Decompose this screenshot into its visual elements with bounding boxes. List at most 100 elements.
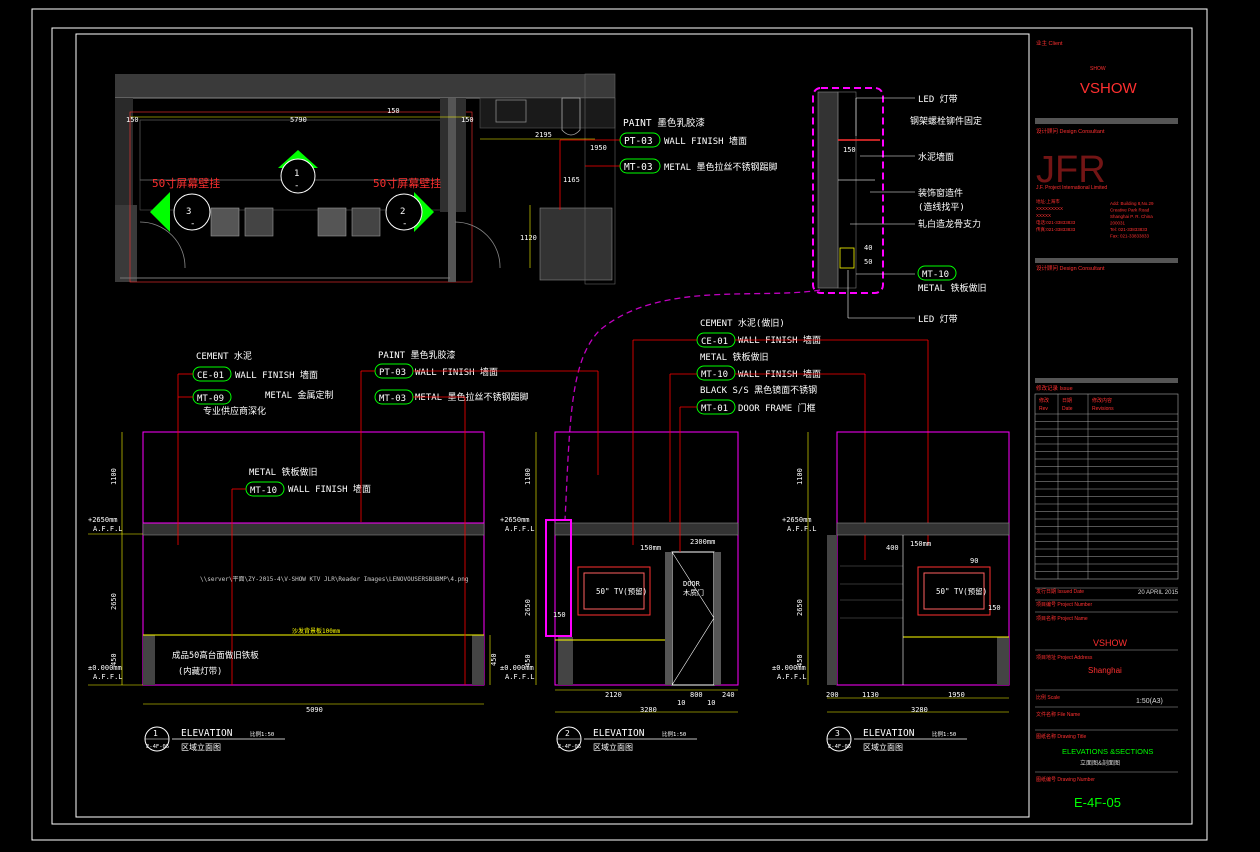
e3-d150: 150mm (910, 540, 931, 548)
e2-dim-1100: 1100 (524, 468, 532, 485)
title-block: 业主 Client SHOW VSHOW 设计顾问 Design Consult… (1028, 34, 1179, 817)
tb-address-right-line-5: Fax: 021-33833833 (1110, 234, 1150, 239)
section-label-metal: METAL 铁板做旧 (918, 282, 987, 294)
e2-ce01: CE-01 (701, 337, 728, 347)
plan-dim-right: 150 (461, 116, 474, 124)
tb-file-label: 文件名称 File Name (1036, 711, 1080, 718)
tb-issue-label: 修改记录 Issue (1036, 384, 1073, 392)
e3-title-block: 3 E-4F-05 ELEVATION 比例1:50 区域立面图 (826, 726, 967, 752)
elevation-1: CEMENT 水泥 CE-01 WALL FINISH 墙面 MT-09 MET… (88, 349, 529, 752)
tb-client-logo: VSHOW (1080, 80, 1138, 97)
e2-mt01: MT-01 (701, 404, 728, 414)
svg-text:PAINT 墨色乳胶漆: PAINT 墨色乳胶漆 (623, 117, 705, 129)
svg-text:ELEVATION: ELEVATION (593, 728, 645, 739)
tb-address-right-line-2: Shanghai P. R. China (1110, 214, 1153, 219)
tb-firm-sub: J.F. Project International Limited (1036, 185, 1107, 191)
svg-text:PT-03: PT-03 (624, 136, 653, 147)
e2-d150b: 150 (553, 611, 566, 619)
tb-drawing-title: ELEVATIONS &SECTIONS (1062, 747, 1153, 756)
e1-ce01-desc: WALL FINISH 墙面 (235, 369, 318, 381)
e1-dim-450: 450 (110, 653, 118, 666)
svg-text:比例1:50: 比例1:50 (250, 730, 274, 738)
e3-d90: 90 (970, 557, 978, 565)
e3-dim-450: 450 (796, 654, 804, 667)
tb-project-name-label: 项目名称 Project Name (1036, 615, 1088, 622)
elevation-2: 50" TV(预留) DOOR 木质门 CEMENT 水泥(做旧) CE-01 … (413, 317, 929, 752)
section-label-50: 50 (864, 258, 872, 266)
e1-dim-1100: 1100 (110, 468, 118, 485)
tb-project-address: Shanghai (1088, 666, 1122, 675)
e1-image-path: \\server\平面\ZY-2015-4\V-SHOW KTV JLR\Rea… (200, 576, 469, 583)
e1-level-bottom: ±0.000mm (88, 664, 122, 672)
e2-level-top-sub: A.F.F.L (505, 525, 535, 533)
e1-mt10: MT-10 (250, 486, 277, 496)
section-label-led-bottom: LED 灯带 (918, 314, 958, 325)
e2-tv: 50" TV(预留) (596, 586, 647, 596)
svg-text:1: 1 (153, 729, 158, 738)
tb-issued-label: 发行日期 Issued Date (1036, 588, 1084, 595)
plan-room-label-right: 50寸屏幕壁挂 (373, 176, 441, 190)
plan-dim-150: 150 (387, 107, 400, 115)
section-label-2: 钢架螺栓铆件固定 (910, 115, 982, 127)
tb-address-left-line-3: 电话:021-33833833 (1036, 219, 1076, 226)
svg-text:E-4F-05: E-4F-05 (828, 744, 851, 750)
e2-d150: 150mm (640, 544, 661, 552)
plan-room-label-left: 50寸屏幕壁挂 (152, 176, 220, 190)
e1-mt09-desc: METAL 金属定制 (265, 389, 334, 401)
e2-level-bottom: ±0.000mm (500, 664, 534, 672)
svg-text:-: - (402, 219, 407, 229)
svg-text:区域立面图: 区域立面图 (863, 742, 903, 752)
svg-text:比例1:50: 比例1:50 (932, 730, 956, 738)
svg-text:1: 1 (294, 169, 299, 179)
tb-address-right-line-0: Add: Building 8,No.29 (1110, 201, 1154, 206)
tb-project-address-label: 项目地址 Project Address (1036, 654, 1093, 661)
tb-address-left-line-0: 地址:上海市 (1036, 198, 1060, 205)
e1-metal: METAL 铁板做旧 (249, 466, 318, 478)
e1-level-top-sub: A.F.F.L (93, 525, 123, 533)
elevation-3: 50" TV(预留) +2650mm A.F.F.L ±0.000mm A.F.… (772, 431, 1010, 752)
tb-rev-h0: Rev (1039, 406, 1048, 412)
e2-dim-10b: 10 (707, 699, 715, 707)
e2-level-bottom-sub: A.F.F.L (505, 673, 535, 681)
e2-title-block: 2 E-4F-05 ELEVATION 比例1:50 区域立面图 (556, 726, 697, 752)
e3-level-bottom-sub: A.F.F.L (777, 673, 807, 681)
svg-text:MT-03: MT-03 (624, 162, 653, 173)
elevation-marker-2: 2 - (385, 192, 434, 232)
plan-callout-pt03: PAINT 墨色乳胶漆 PT-03 WALL FINISH 墙面 (559, 117, 747, 210)
e3-tv: 50" TV(预留) (936, 586, 987, 596)
e2-door: DOOR (683, 580, 701, 588)
tb-address-left-line-1: XXXXXXXXX (1036, 206, 1063, 211)
tb-client-label: 业主 Client (1036, 39, 1063, 47)
tb-scale-value: 1:50(A3) (1136, 698, 1163, 705)
tb-rev-h1: Date (1062, 406, 1073, 412)
e3-dim-1100: 1100 (796, 468, 804, 485)
section-label-40: 40 (864, 244, 872, 252)
plan-callout-mt03: MT-03 METAL 墨色拉丝不锈钢踢脚 (585, 158, 778, 174)
e2-dim-450: 450 (524, 654, 532, 667)
e1-pt03: PT-03 (379, 368, 406, 378)
tb-design-label: 设计顾问 Design Consultant (1036, 127, 1105, 135)
plan-dim-top: 5790 (290, 116, 307, 124)
svg-text:2: 2 (400, 207, 405, 217)
section-label-6: 轧白造龙骨支力 (918, 218, 981, 230)
e3-level-top: +2650mm (782, 516, 812, 524)
tb-drawing-number: E-4F-05 (1074, 795, 1121, 810)
e2-dim-2650: 2650 (524, 599, 532, 616)
e1-level-top: +2650mm (88, 516, 118, 524)
tb-issued-date: 20 APRIL 2015 (1138, 590, 1179, 596)
e1-note1: 成品50高台面做旧铁板 (172, 650, 259, 661)
e2-level-top: +2650mm (500, 516, 530, 524)
e3-d400: 400 (886, 544, 899, 552)
svg-text:E-4F-05: E-4F-05 (558, 744, 581, 750)
tb-firm-logo: JFR (1036, 149, 1106, 191)
e1-ce01: CE-01 (197, 371, 224, 381)
e3-d150b: 150 (988, 604, 1001, 612)
e1-mt09: MT-09 (197, 394, 224, 404)
tb-address-left-line-4: 传真:021-33833833 (1036, 226, 1076, 233)
tb-rev-h2: Revisions (1092, 406, 1114, 412)
tb-design-consult-2: 设计顾问 Design Consultant (1036, 264, 1105, 272)
plan-dim-1165: 1165 (563, 176, 580, 184)
